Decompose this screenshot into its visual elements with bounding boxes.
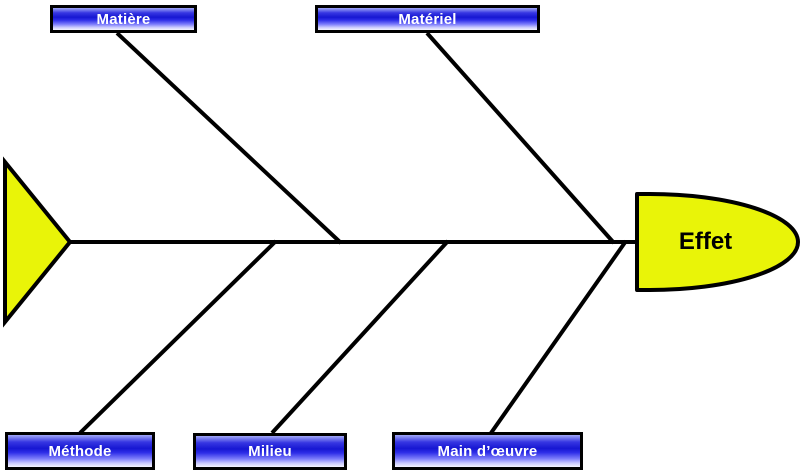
cause-label-methode: Méthode	[48, 442, 112, 460]
cause-box-matiere: Matière	[50, 5, 197, 33]
bone-line-matiere	[115, 31, 343, 245]
bone-line-milieu	[270, 239, 450, 435]
effect-label: Effet	[678, 228, 733, 255]
cause-box-milieu: Milieu	[193, 433, 347, 470]
tail-shape	[3, 156, 73, 328]
cause-box-materiel: Matériel	[315, 5, 540, 33]
cause-label-main-doeuvre: Main d’œuvre	[437, 442, 538, 460]
bone-line-main-doeuvre	[489, 239, 628, 435]
cause-box-main-doeuvre: Main d’œuvre	[392, 432, 583, 470]
bone-line-methode	[78, 239, 278, 435]
cause-box-methode: Méthode	[5, 432, 155, 470]
effect-label-container: Effet	[637, 194, 798, 290]
bone-line-materiel	[425, 31, 616, 245]
cause-label-matiere: Matière	[96, 10, 151, 28]
cause-label-milieu: Milieu	[248, 443, 292, 460]
cause-label-materiel: Matériel	[398, 10, 457, 28]
head-shape	[635, 192, 800, 292]
